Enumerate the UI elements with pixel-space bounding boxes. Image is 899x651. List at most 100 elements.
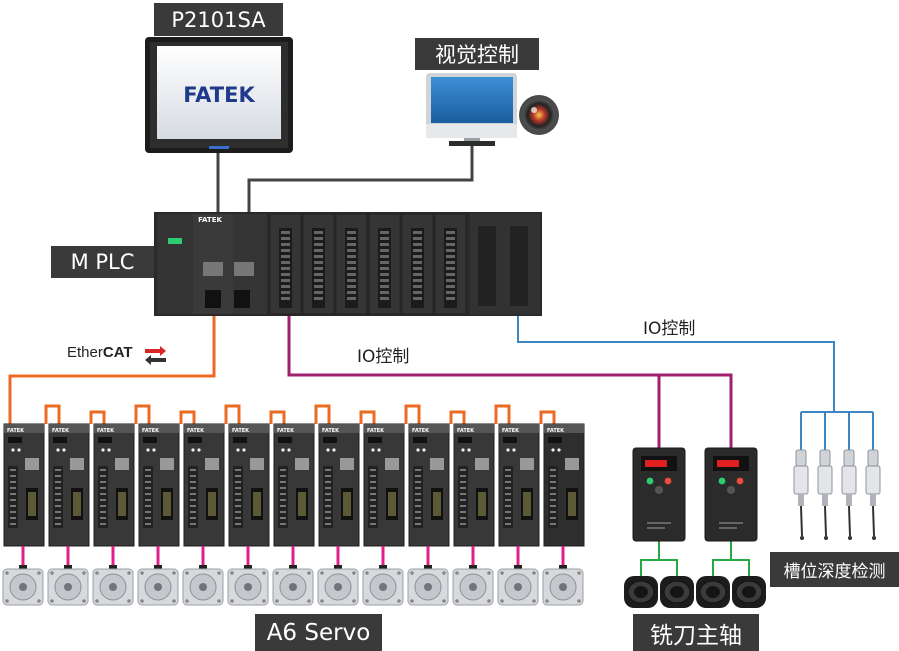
servo-drive-brand: FATEK	[457, 428, 475, 434]
ethercat-logo: EtherCAT	[67, 344, 133, 361]
monitor-icon	[426, 73, 517, 146]
spindle-motor-icon	[624, 576, 658, 608]
depth-sensor-group	[793, 449, 881, 540]
plc-io-module	[434, 213, 467, 315]
plc-io-module	[335, 213, 368, 315]
spindle-group	[624, 576, 766, 608]
servo-motor-icon	[497, 565, 539, 606]
depth-sensor-icon	[817, 449, 833, 540]
servo-motor-icon	[317, 565, 359, 606]
servo-drive-icon: FATEK	[408, 423, 450, 547]
hmi-model-label: P2101SA	[154, 3, 283, 36]
servo-drive-icon: FATEK	[498, 423, 540, 547]
depth-sensor-icon	[793, 449, 809, 540]
depth-detect-label: 槽位深度检测	[770, 552, 899, 587]
servo-drive-icon: FATEK	[273, 423, 315, 547]
ethercat-hop	[224, 404, 241, 424]
ethercat-hop	[494, 404, 511, 424]
spindle-motor-icon	[660, 576, 694, 608]
spindle-link	[712, 541, 732, 578]
servo-drive-icon: FATEK	[228, 423, 270, 547]
servo-drive-icon: FATEK	[138, 423, 180, 547]
servo-drive-brand: FATEK	[7, 428, 25, 434]
ethercat-trunk	[8, 316, 216, 424]
servo-drive-brand: FATEK	[232, 428, 250, 434]
spindle-link	[640, 541, 660, 578]
servo-drive-brand: FATEK	[502, 428, 520, 434]
hmi-panel-icon	[145, 37, 293, 153]
wires	[216, 144, 474, 213]
servo-motor-icon	[137, 565, 179, 606]
servo-motor-icon	[362, 565, 404, 606]
io-control-label-right: IO控制	[643, 319, 696, 339]
io-link-sensors	[517, 316, 835, 412]
vision-plc-link	[247, 144, 474, 213]
ethercat-hop	[449, 410, 466, 424]
spindle-motor-icon	[732, 576, 766, 608]
servo-motor-icon	[182, 565, 224, 606]
hmi-brand: FATEK	[183, 83, 255, 107]
servo-drive-icon: FATEK	[318, 423, 360, 547]
servo-drive-icon: FATEK	[3, 423, 45, 547]
servo-motor-icon	[542, 565, 584, 606]
spindle-motor-icon	[696, 576, 730, 608]
plc-io-module	[302, 213, 335, 315]
servo-motor-icon	[452, 565, 494, 606]
ethercat-hop	[269, 410, 286, 424]
ethercat-hop	[134, 404, 151, 424]
ethercat-logo-prefix: Ether	[67, 344, 103, 361]
ethercat-arrows-icon	[145, 346, 166, 365]
vision-label: 视觉控制	[415, 38, 539, 70]
spindle-link	[659, 559, 678, 578]
camera-icon	[519, 95, 559, 135]
depth-sensor-icon	[841, 449, 857, 540]
plc-label: M PLC	[51, 246, 154, 278]
servo-motor-icon	[92, 565, 134, 606]
servo-drive-icon: FATEK	[453, 423, 495, 547]
servo-drive-brand: FATEK	[97, 428, 115, 434]
servo-label: A6 Servo	[255, 614, 382, 651]
plc-brand: FATEK	[198, 216, 222, 224]
spindle-label: 铣刀主轴	[633, 614, 759, 651]
servo-motor-icon	[227, 565, 269, 606]
servo-drive-brand: FATEK	[142, 428, 160, 434]
servo-drive-icon: FATEK	[183, 423, 225, 547]
servo-drive-brand: FATEK	[187, 428, 205, 434]
plc-io-module	[401, 213, 434, 315]
servo-drive-icon: FATEK	[363, 423, 405, 547]
dynamic-wires	[8, 316, 874, 578]
servo-motor-icon	[407, 565, 449, 606]
servo-motor-icon	[272, 565, 314, 606]
servo-drive-brand: FATEK	[52, 428, 70, 434]
inverter-icon	[632, 447, 686, 542]
plc-io-module	[368, 213, 401, 315]
ethercat-hop	[539, 410, 556, 424]
ethercat-logo-suffix: CAT	[102, 344, 133, 361]
servo-drive-brand: FATEK	[547, 428, 565, 434]
servo-drive-brand: FATEK	[277, 428, 295, 434]
ethercat-hop	[404, 404, 421, 424]
servo-drive-icon: FATEK	[93, 423, 135, 547]
spindle-link	[731, 559, 750, 578]
servo-drive-brand: FATEK	[367, 428, 385, 434]
plc-io-module	[269, 213, 302, 315]
servo-motor-icon	[47, 565, 89, 606]
servo-group: FATEK FATEK FATEK FATEK FATEK FATEK FATEK FATEK…	[2, 423, 585, 606]
plc-io-modules	[269, 213, 467, 315]
inverter-group	[632, 447, 758, 542]
servo-drive-icon: FATEK	[543, 423, 585, 547]
depth-sensor-icon	[865, 449, 881, 540]
servo-drive-brand: FATEK	[322, 428, 340, 434]
ethercat-hop	[314, 404, 331, 424]
io-control-label-left: IO控制	[357, 347, 410, 367]
servo-drive-icon: FATEK	[48, 423, 90, 547]
ethercat-hop	[359, 410, 376, 424]
servo-drive-brand: FATEK	[412, 428, 430, 434]
ethercat-hop	[89, 410, 106, 424]
inverter-icon	[704, 447, 758, 542]
ethercat-hop	[179, 410, 196, 424]
servo-motor-icon	[2, 565, 44, 606]
ethercat-hop	[44, 404, 61, 424]
io-link-inverters	[287, 316, 733, 448]
